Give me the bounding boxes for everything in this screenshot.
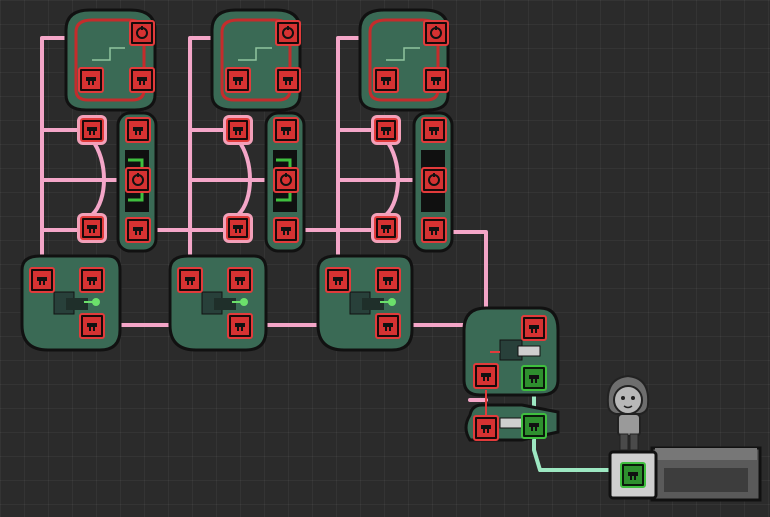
gate-input-b-port[interactable] bbox=[375, 267, 401, 293]
memory-reset-port[interactable] bbox=[275, 20, 301, 46]
memory-reset-port[interactable] bbox=[129, 20, 155, 46]
gate-input-port[interactable] bbox=[76, 114, 108, 146]
tower-sensor-port[interactable] bbox=[273, 167, 299, 193]
gate-input-a-port[interactable] bbox=[29, 267, 55, 293]
tower-input-port[interactable] bbox=[421, 117, 447, 143]
memory-output-port[interactable] bbox=[275, 67, 301, 93]
target-building bbox=[608, 446, 762, 502]
gate-input-a-port[interactable] bbox=[177, 267, 203, 293]
memory-reset-port[interactable] bbox=[423, 20, 449, 46]
gate-output-port[interactable] bbox=[76, 212, 108, 244]
gate-out-port[interactable] bbox=[227, 313, 253, 339]
memory-set-port[interactable] bbox=[78, 67, 104, 93]
and-gate-output-port[interactable] bbox=[521, 365, 547, 391]
gate-out-port[interactable] bbox=[375, 313, 401, 339]
gate-input-port[interactable] bbox=[222, 114, 254, 146]
memory-output-port[interactable] bbox=[423, 67, 449, 93]
tower-sensor-port[interactable] bbox=[421, 167, 447, 193]
output-gate-cluster bbox=[462, 306, 560, 442]
tower-sensor-port[interactable] bbox=[125, 167, 151, 193]
not-gate-output-port[interactable] bbox=[521, 413, 547, 439]
tower-input-port[interactable] bbox=[125, 117, 151, 143]
memory-set-port[interactable] bbox=[225, 67, 251, 93]
gate-input-port[interactable] bbox=[370, 114, 402, 146]
tower-output-port[interactable] bbox=[125, 217, 151, 243]
tower-input-port[interactable] bbox=[273, 117, 299, 143]
memory-output-port[interactable] bbox=[129, 67, 155, 93]
and-gate-input-port[interactable] bbox=[521, 315, 547, 341]
module-1 bbox=[20, 8, 158, 352]
module-3 bbox=[316, 8, 454, 352]
gate-out-port[interactable] bbox=[79, 313, 105, 339]
tower-output-port[interactable] bbox=[421, 217, 447, 243]
memory-set-port[interactable] bbox=[373, 67, 399, 93]
gate-input-b-port[interactable] bbox=[227, 267, 253, 293]
module-2 bbox=[168, 8, 306, 352]
machine-input-port[interactable] bbox=[620, 462, 646, 488]
gate-input-a-port[interactable] bbox=[325, 267, 351, 293]
not-gate-input-port[interactable] bbox=[473, 415, 499, 441]
and-gate-input-b-port[interactable] bbox=[473, 363, 499, 389]
gate-output-port[interactable] bbox=[370, 212, 402, 244]
gate-input-b-port[interactable] bbox=[79, 267, 105, 293]
tower-output-port[interactable] bbox=[273, 217, 299, 243]
gate-output-port[interactable] bbox=[222, 212, 254, 244]
duplicant[interactable] bbox=[606, 374, 650, 451]
